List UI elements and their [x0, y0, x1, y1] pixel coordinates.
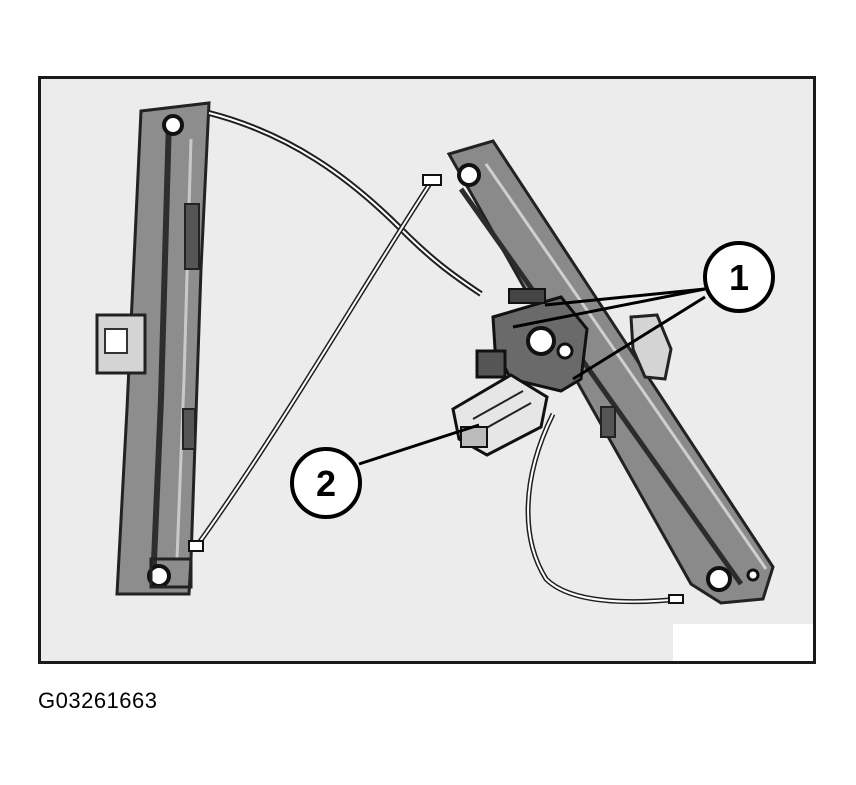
upper-cable [208, 110, 483, 297]
window-regulator-drawing: 1 2 [95, 101, 813, 661]
leader-1c [572, 295, 706, 381]
callout-1: 1 [703, 241, 775, 313]
leader-1a [544, 287, 706, 307]
leader-1b [512, 287, 706, 329]
diagram-frame: 1 2 [38, 76, 816, 664]
leader-2 [358, 423, 480, 466]
regulator-cables [188, 110, 684, 605]
callout-2: 2 [290, 447, 362, 519]
corner-notch [673, 624, 813, 661]
figure-id: G03261663 [38, 688, 158, 713]
right-guide-rail [446, 139, 775, 605]
regulator-motor [451, 288, 589, 457]
left-guide-rail [95, 101, 211, 596]
callout-2-label: 2 [316, 463, 336, 504]
callout-1-label: 1 [729, 257, 749, 298]
callout-leaders [358, 287, 706, 466]
